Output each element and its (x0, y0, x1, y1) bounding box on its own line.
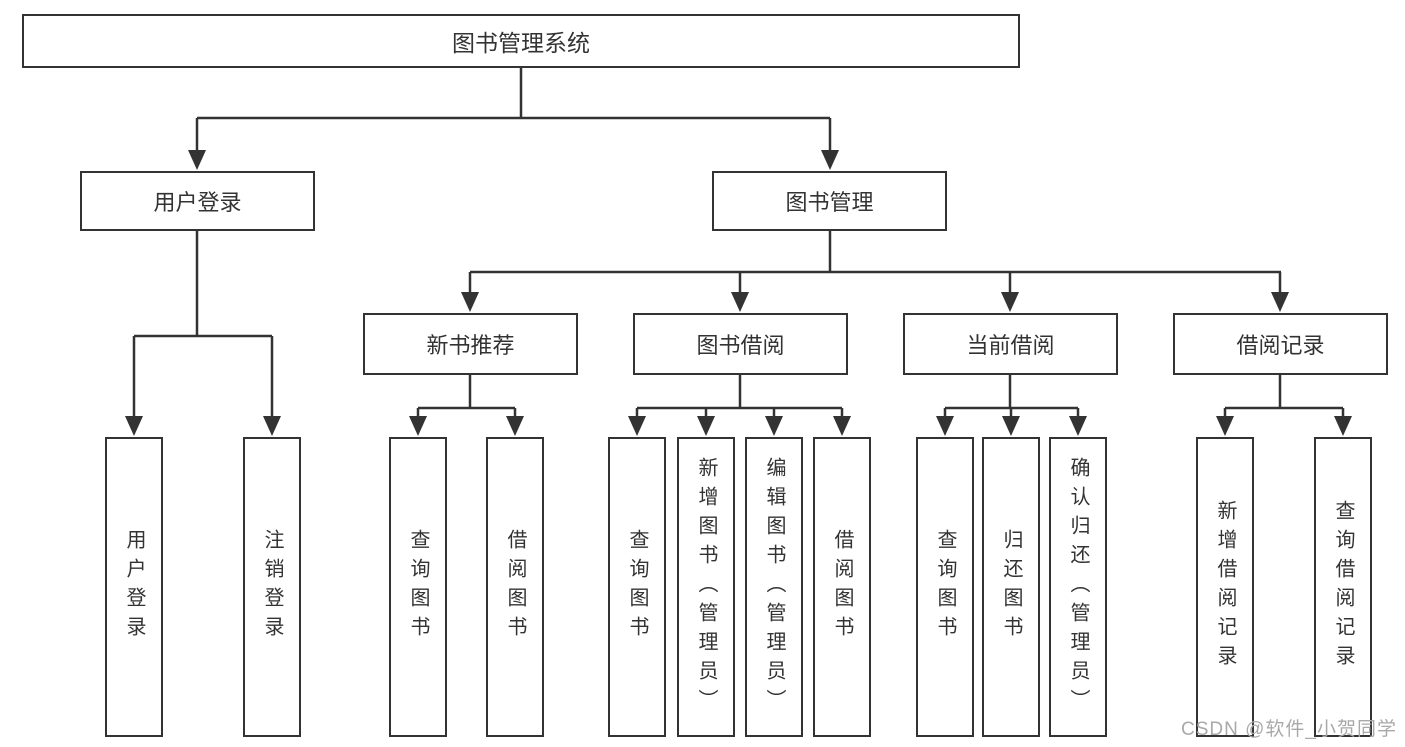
leaf-user-login: 用户登录 (105, 437, 163, 737)
leaf-confirm-return-admin: 确认归还（管理员） (1049, 437, 1107, 737)
leaf-edit-books-admin: 编辑图书（管理员） (745, 437, 803, 737)
arrowhead-icon (506, 416, 524, 436)
arrowhead-icon (697, 416, 715, 436)
arrowhead-icon (1001, 292, 1019, 312)
node-label: 借阅图书 (504, 529, 526, 645)
arrowhead-icon (628, 416, 646, 436)
leaf-add-borrow-record: 新增借阅记录 (1196, 437, 1254, 737)
leaf-query-books-3: 查询图书 (916, 437, 974, 737)
leaf-query-books-2: 查询图书 (608, 437, 666, 737)
arrowhead-icon (1216, 416, 1234, 436)
node-label: 借阅记录 (1236, 333, 1325, 358)
node-label: 查询图书 (934, 529, 956, 645)
node-current-borrowing: 当前借阅 (903, 313, 1118, 375)
node-book-management: 图书管理 (712, 171, 947, 231)
node-label: 用户登录 (123, 529, 145, 645)
node-label: 新书推荐 (426, 333, 515, 358)
leaf-query-books-1: 查询图书 (389, 437, 447, 737)
node-label: 图书借阅 (696, 333, 785, 358)
node-label: 新增借阅记录 (1214, 500, 1236, 674)
arrowhead-icon (409, 416, 427, 436)
node-label: 确认归还（管理员） (1067, 456, 1089, 718)
arrowhead-icon (188, 150, 206, 170)
arrowhead-icon (1002, 416, 1020, 436)
arrowhead-icon (1334, 416, 1352, 436)
arrowhead-icon (125, 416, 143, 436)
node-label: 查询图书 (626, 529, 648, 645)
node-label: 图书管理系统 (452, 30, 590, 56)
arrowhead-icon (833, 416, 851, 436)
node-label: 借阅图书 (831, 529, 853, 645)
leaf-borrow-books-2: 借阅图书 (813, 437, 871, 737)
node-new-book-recommendation: 新书推荐 (363, 313, 578, 375)
arrowhead-icon (765, 416, 783, 436)
node-label: 新增图书（管理员） (695, 456, 717, 718)
arrowhead-icon (731, 292, 749, 312)
arrowhead-icon (821, 150, 839, 170)
node-library-management-system: 图书管理系统 (22, 14, 1020, 68)
leaf-query-borrow-record: 查询借阅记录 (1314, 437, 1372, 737)
node-label: 查询图书 (407, 529, 429, 645)
node-label: 图书管理 (785, 190, 874, 215)
node-label: 用户登录 (153, 190, 242, 215)
node-label: 编辑图书（管理员） (763, 456, 785, 718)
csdn-watermark: CSDN @软件_小贺同学 (1181, 719, 1397, 740)
arrowhead-icon (936, 416, 954, 436)
leaf-logout: 注销登录 (243, 437, 301, 737)
node-user-login: 用户登录 (80, 171, 315, 231)
node-borrowing-records: 借阅记录 (1173, 313, 1388, 375)
node-label: 归还图书 (1000, 529, 1022, 645)
arrowhead-icon (461, 292, 479, 312)
leaf-borrow-books-1: 借阅图书 (486, 437, 544, 737)
arrowhead-icon (1271, 292, 1289, 312)
node-label: 注销登录 (261, 529, 283, 645)
node-label: 当前借阅 (966, 333, 1055, 358)
arrowhead-icon (1069, 416, 1087, 436)
node-label: 查询借阅记录 (1332, 500, 1354, 674)
leaf-return-books: 归还图书 (982, 437, 1040, 737)
arrowhead-icon (263, 416, 281, 436)
leaf-add-books-admin: 新增图书（管理员） (677, 437, 735, 737)
node-book-borrowing: 图书借阅 (633, 313, 848, 375)
